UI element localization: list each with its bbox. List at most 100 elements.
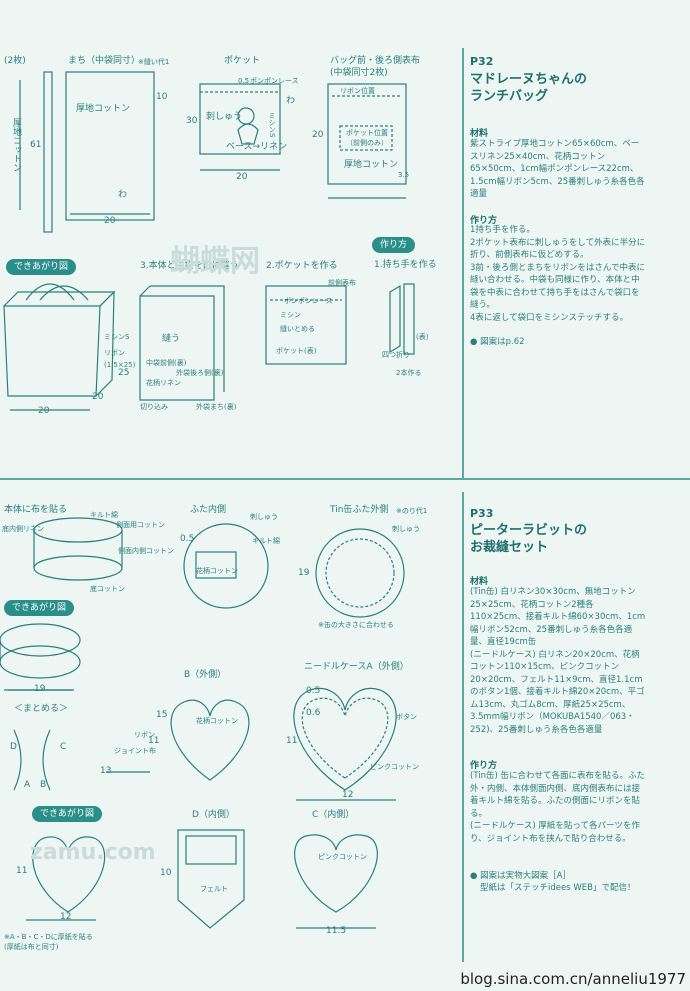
dim-12-a: 12 bbox=[342, 790, 354, 800]
pocket-step2: ポケット(表) bbox=[276, 347, 317, 355]
gusset-title: まち（中袋同寸） bbox=[68, 56, 141, 66]
heart-c-shape bbox=[294, 834, 378, 913]
wa-1: わ bbox=[118, 190, 128, 200]
finished-dim-20b: 20 bbox=[92, 392, 104, 402]
horizontal-divider bbox=[0, 478, 690, 480]
howto-step-2: 2ポケット表布に刺しゅうをして外表に半分に折り、前側表布に仮どめする。 bbox=[470, 237, 646, 261]
step2-label: 2.ポケットを作る bbox=[266, 261, 338, 271]
dim-10-d: 10 bbox=[160, 868, 172, 878]
joint-cloth: ジョイント布 bbox=[114, 747, 156, 755]
howto-step-4: 4表に返して袋口をミシンステッチする。 bbox=[470, 312, 628, 323]
dim-20-gusset: 20 bbox=[104, 216, 116, 226]
gusset-note: ※縫い代1 bbox=[138, 58, 170, 66]
gusset-shape bbox=[65, 71, 155, 221]
dim-15: 15 bbox=[156, 710, 168, 720]
pattern-note-p33-2: 型紙は「ステッチidees WEB」で配信！ bbox=[480, 883, 636, 893]
section-title-p32-line1: マドレーヌちゃんの bbox=[470, 72, 588, 87]
attach-title: 本体に布を貼る bbox=[4, 505, 68, 515]
vertical-divider-bottom bbox=[462, 492, 464, 962]
side-inner-label: 側面内側コットン bbox=[118, 547, 174, 555]
blog-url-footer: blog.sina.com.cn/anneliu1977 bbox=[460, 970, 686, 988]
finished-dim-25: 25 bbox=[118, 368, 130, 378]
step1-front: (表) bbox=[416, 333, 429, 341]
dim-13: 13 bbox=[100, 766, 112, 776]
pocket-title: ポケット bbox=[224, 56, 261, 66]
back-panel-shape bbox=[327, 83, 407, 185]
howto-pill-top: 作り方 bbox=[372, 237, 416, 253]
materials-body: 紫ストライプ厚地コットン65×60cm、ベースリネン25×40cm、花柄コットン… bbox=[470, 139, 645, 199]
pattern-ref: 図案はp.62 bbox=[480, 337, 525, 347]
summary-c: C bbox=[60, 742, 67, 752]
bottom-cotton-label: 底コットン bbox=[90, 585, 125, 593]
dim-05-a: 0.5 bbox=[306, 686, 321, 696]
needle-a-title: ニードルケースA（外側） bbox=[304, 662, 409, 672]
lid-outer-note: ※のり代1 bbox=[396, 507, 428, 515]
finished-sew: ミシンS bbox=[104, 333, 130, 341]
materials-text-p33: (Tin缶) 白リネン30×30cm、無地コットン25×25cm、花柄コットン2… bbox=[470, 586, 646, 736]
dim-115: 11.5 bbox=[326, 926, 347, 936]
section-title-p33-line1: ピーターラビットの bbox=[470, 523, 588, 538]
fold-step2: 縫いとめる bbox=[280, 325, 315, 333]
lid-quilt: キルト綿 bbox=[252, 537, 280, 545]
howto-heading-p33: 作り方 bbox=[470, 761, 498, 771]
dim-11-b: 11 bbox=[148, 736, 160, 746]
section-title-p33-line2: お裁縫セット bbox=[470, 540, 549, 555]
front-only: （前側のみ） bbox=[346, 139, 388, 147]
lining-front: 中袋前側(裏) bbox=[146, 359, 187, 367]
howto-text-p33: (Tin缶) 缶に合わせて各面に表布を貼る。ふた外・内側、本体側面内側、底内側表… bbox=[470, 770, 646, 845]
embroidery-label: 刺しゅう bbox=[206, 112, 243, 122]
materials-heading-p33: 材料 bbox=[470, 577, 489, 587]
a-pink-cotton: ピンクコットン bbox=[370, 763, 419, 771]
quilt-label: キルト綿 bbox=[90, 511, 118, 519]
b-outer-title: B（外側） bbox=[184, 670, 227, 680]
summary-b: B bbox=[40, 780, 47, 790]
finished-bag-shape bbox=[3, 305, 101, 397]
thick-cotton-label: 厚地コットン bbox=[76, 104, 131, 114]
lid-outer-title: Tin缶ふた外側 bbox=[330, 505, 389, 515]
match-size-note: ※缶の大きさに合わせる bbox=[318, 621, 394, 629]
step1-label: 1.持ち手を作る bbox=[374, 260, 437, 270]
step1-two: 2本作る bbox=[396, 369, 422, 377]
dim-12-finished: 12 bbox=[60, 912, 72, 922]
section-code-p32: P32 bbox=[470, 55, 494, 68]
side-cotton-label: 側面用コットン bbox=[116, 521, 165, 529]
pattern-note-p33: ● 図案は実物大図案［A］ bbox=[470, 871, 571, 881]
pattern-ref-1: 図案は実物大図案［A］ bbox=[480, 871, 571, 881]
vertical-divider-top bbox=[462, 48, 464, 480]
d-felt: フェルト bbox=[200, 885, 228, 893]
dim-30: 30 bbox=[186, 116, 198, 126]
a-button: ボタン bbox=[396, 713, 417, 721]
dim-10: 10 bbox=[156, 92, 168, 102]
lid-inner-shape bbox=[183, 523, 269, 609]
materials-heading-p32: 材料 bbox=[470, 129, 489, 139]
sew-step2: ミシン bbox=[280, 311, 301, 319]
dim-05-lid: 0.5 bbox=[180, 534, 195, 544]
pompom-lace: ポンポンレース bbox=[250, 77, 299, 85]
glue-note: ※A・B・C・Dに厚紙を貼る bbox=[4, 933, 93, 941]
d-inner-title: D（内側） bbox=[192, 810, 235, 820]
bottom-linen-label: 底内側リネン bbox=[2, 525, 44, 533]
glue-note-2: (厚紙は布と同寸) bbox=[4, 943, 59, 951]
watermark-top: 蝴蝶网 bbox=[170, 244, 260, 279]
summary-d: D bbox=[10, 742, 17, 752]
back-panel-title: バッグ前・後ろ側表布 bbox=[330, 56, 421, 66]
dim-19-lid: 19 bbox=[298, 568, 310, 578]
finished-pill-top: できあがり図 bbox=[6, 259, 77, 275]
finished-heart-shape bbox=[32, 836, 106, 913]
dim-19-finished: 19 bbox=[34, 684, 46, 694]
pattern-note-p32: ● 図案はp.62 bbox=[470, 337, 525, 347]
materials-needle: (ニードルケース) 白リネン20×20cm、花柄コットン110×15cm、ピンク… bbox=[470, 649, 645, 735]
step1-fold: 四つ折り bbox=[382, 351, 410, 359]
ribbon-position: リボン位置 bbox=[340, 87, 375, 95]
wa-2: わ bbox=[286, 96, 296, 106]
section-code-p33: P33 bbox=[470, 507, 494, 520]
finished-dim-20a: 20 bbox=[38, 406, 50, 416]
sewn-label: ミシンS bbox=[268, 112, 276, 138]
dim-06-a: 0.6 bbox=[306, 708, 321, 718]
pocket-position: ポケット位置 bbox=[346, 129, 388, 137]
lining-sew: 縫う bbox=[162, 334, 181, 344]
watermark-bottom: zamu.com bbox=[30, 840, 156, 865]
howto-text-p32: 1持ち手を作る。 2ポケット表布に刺しゅうをして外表に半分に折り、前側表布に仮ど… bbox=[470, 224, 646, 324]
partial-count-label: (2枚) bbox=[4, 56, 26, 66]
